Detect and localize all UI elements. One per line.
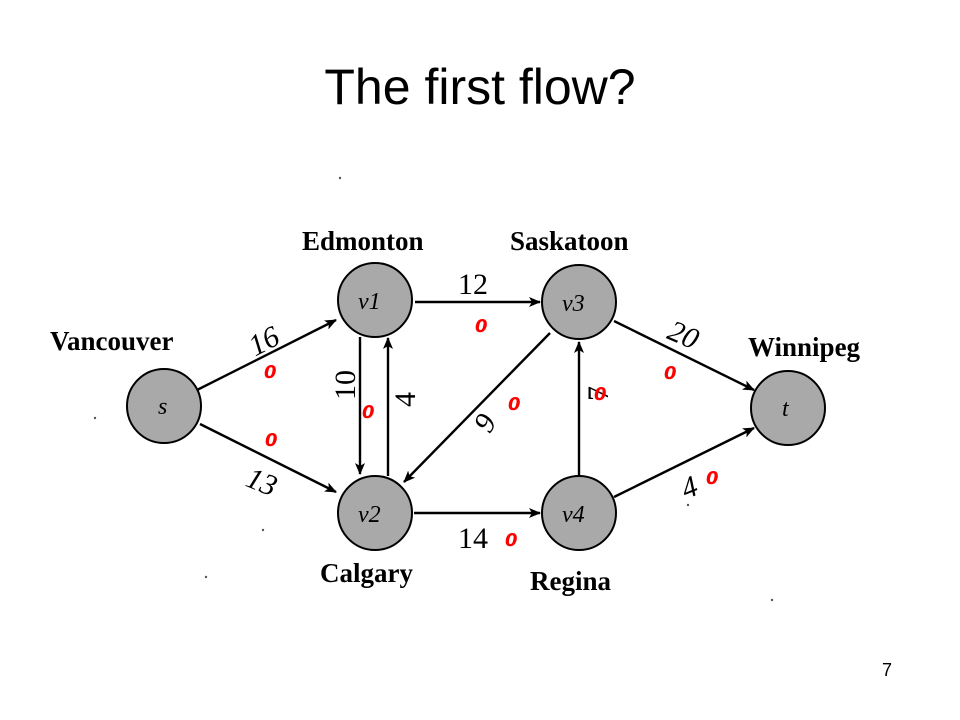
node-v1: v1 <box>337 262 413 338</box>
node-t-label: t <box>782 396 790 422</box>
capacity-v2-v1: 4 <box>389 392 422 407</box>
edge-v3-v2 <box>403 332 551 483</box>
scan-speck <box>261 528 265 532</box>
flow-v4-v3: 0 <box>594 384 607 405</box>
flow-v4-t: 0 <box>706 468 719 489</box>
capacity-v4-v3: 7 <box>582 386 615 401</box>
city-label-vancouver: Vancouver <box>50 326 174 356</box>
node-v3: v3 <box>541 264 617 340</box>
scan-speck <box>770 598 774 602</box>
flow-v1-v3: 0 <box>475 316 488 337</box>
edge-s-v2 <box>199 422 337 494</box>
flow-v1-v2: 0 <box>362 402 375 423</box>
node-v3-label: v3 <box>562 291 585 317</box>
scan-speck <box>93 416 97 420</box>
scan-speck <box>686 503 690 507</box>
node-v4: v4 <box>541 475 617 551</box>
edge-v3-t <box>613 319 755 392</box>
page-number: 7 <box>882 660 893 680</box>
node-v4-label: v4 <box>562 502 585 528</box>
city-label-saskatoon: Saskatoon <box>510 226 629 256</box>
capacity-v3-t: 20 <box>663 314 704 356</box>
capacity-v1-v3: 12 <box>458 268 488 301</box>
capacity-v2-v4: 14 <box>458 522 488 555</box>
city-label-winnipeg: Winnipeg <box>748 332 861 362</box>
slide-title: The first flow? <box>324 59 636 115</box>
node-v2: v2 <box>337 475 413 551</box>
scan-speck <box>204 575 208 579</box>
node-s-label: s <box>158 394 167 420</box>
edge-s-v1 <box>196 318 337 392</box>
scan-speck <box>338 176 342 180</box>
node-t: t <box>750 370 826 446</box>
node-v2-label: v2 <box>358 502 381 528</box>
city-label-regina: Regina <box>530 566 612 596</box>
flow-s-v2: 0 <box>265 430 278 451</box>
flow-v3-v2: 0 <box>508 394 521 415</box>
capacity-s-v2: 13 <box>242 461 282 503</box>
city-label-calgary: Calgary <box>320 558 413 588</box>
edge-v4-t <box>613 426 755 499</box>
capacity-v1-v2: 10 <box>329 370 362 400</box>
city-label-edmonton: Edmonton <box>302 226 424 256</box>
flow-s-v1: 0 <box>264 362 277 383</box>
flow-v3-t: 0 <box>664 363 677 384</box>
node-s: s <box>126 368 202 444</box>
capacity-v3-v2: 9 <box>467 408 503 437</box>
capacity-s-v1: 16 <box>243 320 285 363</box>
capacity-v4-t: 4 <box>676 470 702 506</box>
node-v1-label: v1 <box>358 289 381 315</box>
flow-v2-v4: 0 <box>505 530 518 551</box>
